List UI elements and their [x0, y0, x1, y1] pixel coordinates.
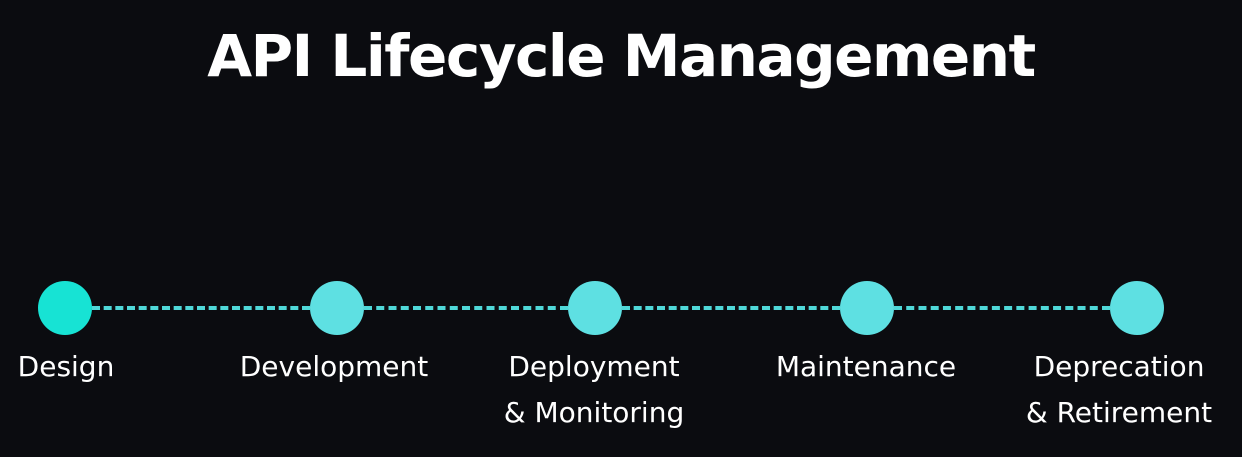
- stage-label-line: & Retirement: [1025, 396, 1213, 429]
- stage-marker-deployment: [568, 281, 622, 335]
- stage-label-deprecation: Deprecation & Retirement: [1000, 344, 1238, 436]
- stage-label-maintenance: Maintenance: [746, 344, 986, 390]
- stage-label-line: Design: [17, 350, 115, 383]
- timeline-connector: [92, 306, 310, 310]
- timeline-connector: [622, 306, 840, 310]
- stage-marker-maintenance: [840, 281, 894, 335]
- stage-label-deployment: Deployment & Monitoring: [474, 344, 714, 436]
- stage-label-line: Maintenance: [775, 350, 957, 383]
- timeline-connector: [894, 306, 1110, 310]
- stage-marker-design: [38, 281, 92, 335]
- stage-marker-deprecation: [1110, 281, 1164, 335]
- stage-label-line: Deprecation: [1033, 350, 1205, 383]
- timeline-connector: [364, 306, 568, 310]
- stage-marker-development: [310, 281, 364, 335]
- stage-label-design: Design: [0, 344, 186, 390]
- stage-label-development: Development: [214, 344, 454, 390]
- page-title: API Lifecycle Management: [207, 22, 1036, 90]
- stage-label-line: Deployment: [508, 350, 680, 383]
- stage-label-line: & Monitoring: [503, 396, 685, 429]
- stage-label-line: Development: [239, 350, 429, 383]
